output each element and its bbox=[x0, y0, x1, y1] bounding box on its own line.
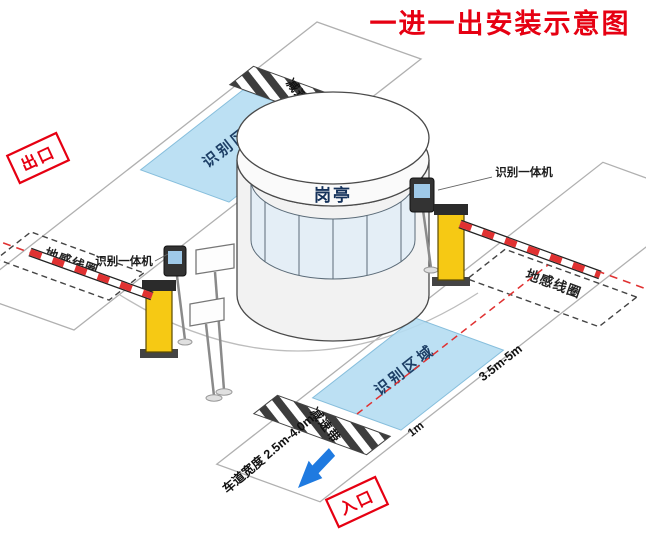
camera-screen bbox=[414, 184, 430, 198]
recognition-machine-left-label: 识别一体机 bbox=[95, 254, 153, 268]
camera-screen bbox=[168, 251, 182, 264]
gate-base bbox=[140, 349, 178, 358]
barrier-arm-white bbox=[28, 248, 154, 300]
entrance-direction-arrow-icon bbox=[298, 448, 336, 488]
exit-sign: 出口 bbox=[5, 131, 71, 185]
leader-line-left bbox=[154, 253, 169, 262]
gate-base bbox=[432, 277, 470, 286]
barrier-arm-red-stripes bbox=[458, 220, 602, 279]
guard-booth: 岗亭 bbox=[236, 91, 430, 342]
display-sign-1 bbox=[195, 243, 235, 396]
lane-centerline-dashed bbox=[356, 264, 549, 415]
barrier-gate-entrance bbox=[432, 204, 602, 286]
booth-roof-top bbox=[236, 91, 430, 185]
booth-label: 岗亭 bbox=[314, 185, 352, 205]
gate-cap bbox=[142, 280, 176, 291]
gate-cap bbox=[434, 204, 468, 215]
display-sign-2 bbox=[189, 297, 225, 402]
barrier-gate-exit bbox=[28, 247, 178, 358]
gate-cabinet bbox=[437, 211, 465, 281]
page-title: 一进一出安装示意图 bbox=[370, 8, 631, 39]
recognition-machine-left-device bbox=[163, 245, 193, 346]
leader-line-right bbox=[437, 176, 493, 191]
recognition-machine-right-label: 识别一体机 bbox=[495, 165, 553, 179]
